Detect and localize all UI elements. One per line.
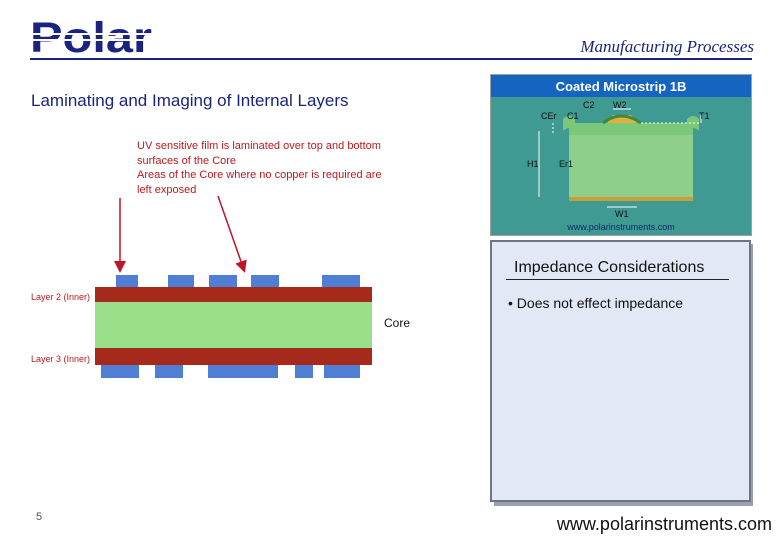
layer-3-label: Layer 3 (Inner) bbox=[31, 354, 91, 364]
svg-text:W2: W2 bbox=[613, 100, 627, 110]
annotation-line: Areas of the Core where no copper is req… bbox=[137, 169, 382, 181]
film-pad-top bbox=[168, 275, 194, 287]
core-laminate bbox=[95, 302, 372, 348]
annotation-text: UV sensitive film is laminated over top … bbox=[137, 139, 437, 197]
page-number: 5 bbox=[36, 511, 43, 523]
substrate bbox=[569, 135, 693, 197]
annotation-line: left exposed bbox=[137, 183, 197, 196]
footer-url: www.polarinstruments.com bbox=[556, 514, 772, 534]
trace-coating bbox=[602, 114, 642, 125]
svg-text:CEr: CEr bbox=[541, 111, 557, 121]
dimension-labels: C2 W2 CEr C1 T1 H1 Er1 W1 bbox=[527, 100, 710, 219]
annotation-line: surfaces of the Core bbox=[137, 154, 237, 167]
coated-microstrip-figure: Coated Microstrip 1B C2 W2 CEr C1 T1 H1 … bbox=[490, 74, 752, 236]
impedance-title-rule bbox=[506, 279, 729, 280]
arrow-to-film-middle bbox=[217, 195, 247, 273]
film-pad-top bbox=[209, 275, 237, 287]
film-pad-top bbox=[251, 275, 279, 287]
coating-layer bbox=[569, 123, 693, 135]
film-pad-top bbox=[322, 275, 360, 287]
film-pad-bottom bbox=[324, 365, 360, 378]
copper-layer-2 bbox=[95, 287, 372, 302]
svg-text:T1: T1 bbox=[699, 111, 710, 121]
impedance-bullet: • Does not effect impedance bbox=[508, 295, 684, 311]
svg-text:Er1: Er1 bbox=[559, 159, 573, 169]
film-pad-bottom bbox=[295, 365, 313, 378]
dimension-lines bbox=[538, 108, 702, 208]
svg-text:H1: H1 bbox=[527, 159, 539, 169]
layer-2-label: Layer 2 (Inner) bbox=[31, 292, 91, 302]
polar-logo: Polar bbox=[30, 16, 154, 58]
impedance-title: Impedance Considerations bbox=[514, 259, 705, 276]
annotation-line: UV sensitive film is laminated over top … bbox=[137, 140, 381, 152]
impedance-considerations-box: Impedance Considerations • Does not effe… bbox=[490, 240, 751, 502]
core-label: Core bbox=[384, 316, 411, 330]
film-pad-top bbox=[116, 275, 138, 287]
film-pad-bottom bbox=[155, 365, 183, 378]
slide-title: Laminating and Imaging of Internal Layer… bbox=[31, 91, 349, 110]
copper-layer-3 bbox=[95, 348, 372, 365]
svg-text:C2: C2 bbox=[583, 100, 595, 110]
svg-text:C1: C1 bbox=[567, 111, 579, 121]
film-pad-bottom bbox=[101, 365, 139, 378]
microstrip-title: Coated Microstrip 1B bbox=[556, 79, 687, 94]
microstrip-url: www.polarinstruments.com bbox=[566, 222, 675, 232]
ground-plane bbox=[569, 197, 693, 201]
header-title: Manufacturing Processes bbox=[580, 37, 754, 56]
microstrip-drawing: Coated Microstrip 1B C2 W2 CEr C1 T1 H1 … bbox=[491, 75, 751, 232]
logo-stripe bbox=[30, 33, 154, 35]
logo-stripe bbox=[30, 39, 154, 41]
microstrip-title-bar bbox=[491, 75, 751, 97]
logo-text: Polar bbox=[30, 16, 152, 58]
header-rule bbox=[30, 58, 752, 60]
film-pad-bottom bbox=[208, 365, 278, 378]
svg-text:W1: W1 bbox=[615, 209, 629, 219]
